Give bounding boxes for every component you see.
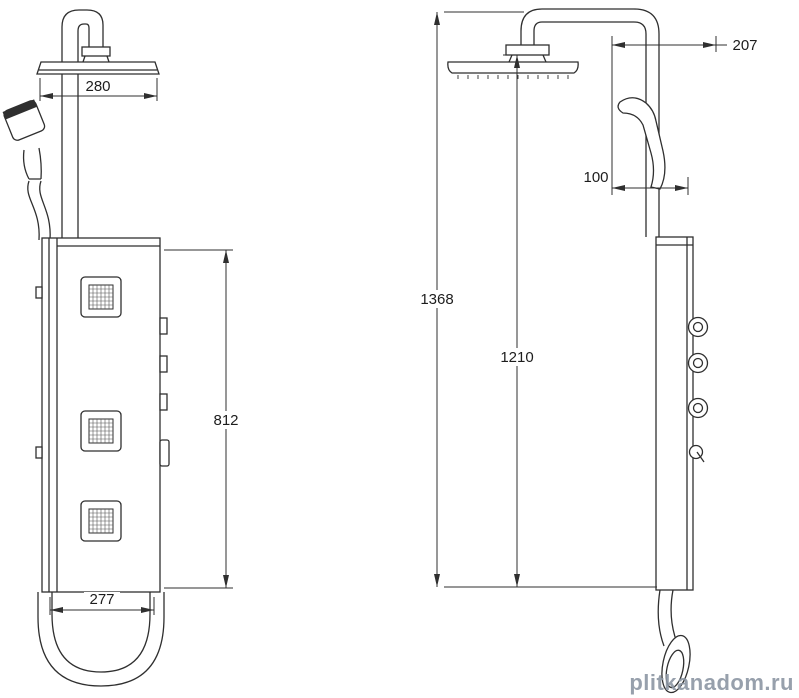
body-jet <box>80 500 122 542</box>
dim-head-width-label: 280 <box>85 78 110 95</box>
panel-side <box>655 236 709 591</box>
dimensions-front: 280 812 277 <box>39 78 247 615</box>
side-control-tab <box>159 355 168 373</box>
riser-pipe-side <box>505 8 660 237</box>
knob <box>687 397 709 419</box>
body-jet <box>80 276 122 318</box>
body-jet <box>80 410 122 452</box>
side-lever <box>159 439 170 467</box>
front-view: 280 812 277 <box>2 9 247 687</box>
hose-loop-front <box>37 592 165 687</box>
dimensions-side: 207 100 1368 1210 <box>412 11 758 588</box>
dim-head-height-label: 1210 <box>500 349 533 366</box>
riser-pipe-front <box>61 9 111 238</box>
hand-shower-side <box>617 97 666 190</box>
rain-head-side <box>447 61 579 79</box>
knob <box>687 352 709 374</box>
dim-panel-height-label: 812 <box>213 412 238 429</box>
dim-total-height-label: 1368 <box>420 291 453 308</box>
hand-shower-front <box>2 99 51 241</box>
side-control-tab <box>159 393 168 411</box>
wall-bracket <box>35 446 43 459</box>
side-view: 207 100 1368 1210 <box>412 8 758 694</box>
wall-bracket <box>35 286 43 299</box>
dim-head-offset-label: 207 <box>732 37 757 54</box>
dim-base-width-label: 277 <box>89 591 114 608</box>
side-control-tab <box>159 317 168 335</box>
hose-front <box>27 180 51 241</box>
hanging-shower-side <box>657 589 691 694</box>
dim-hand-offset-label: 100 <box>583 169 608 186</box>
watermark-text: plitkanadom.ru <box>629 670 794 695</box>
knob <box>687 316 709 338</box>
rain-head-front <box>36 61 160 75</box>
control-knobs <box>687 316 709 463</box>
panel-front <box>35 237 170 593</box>
